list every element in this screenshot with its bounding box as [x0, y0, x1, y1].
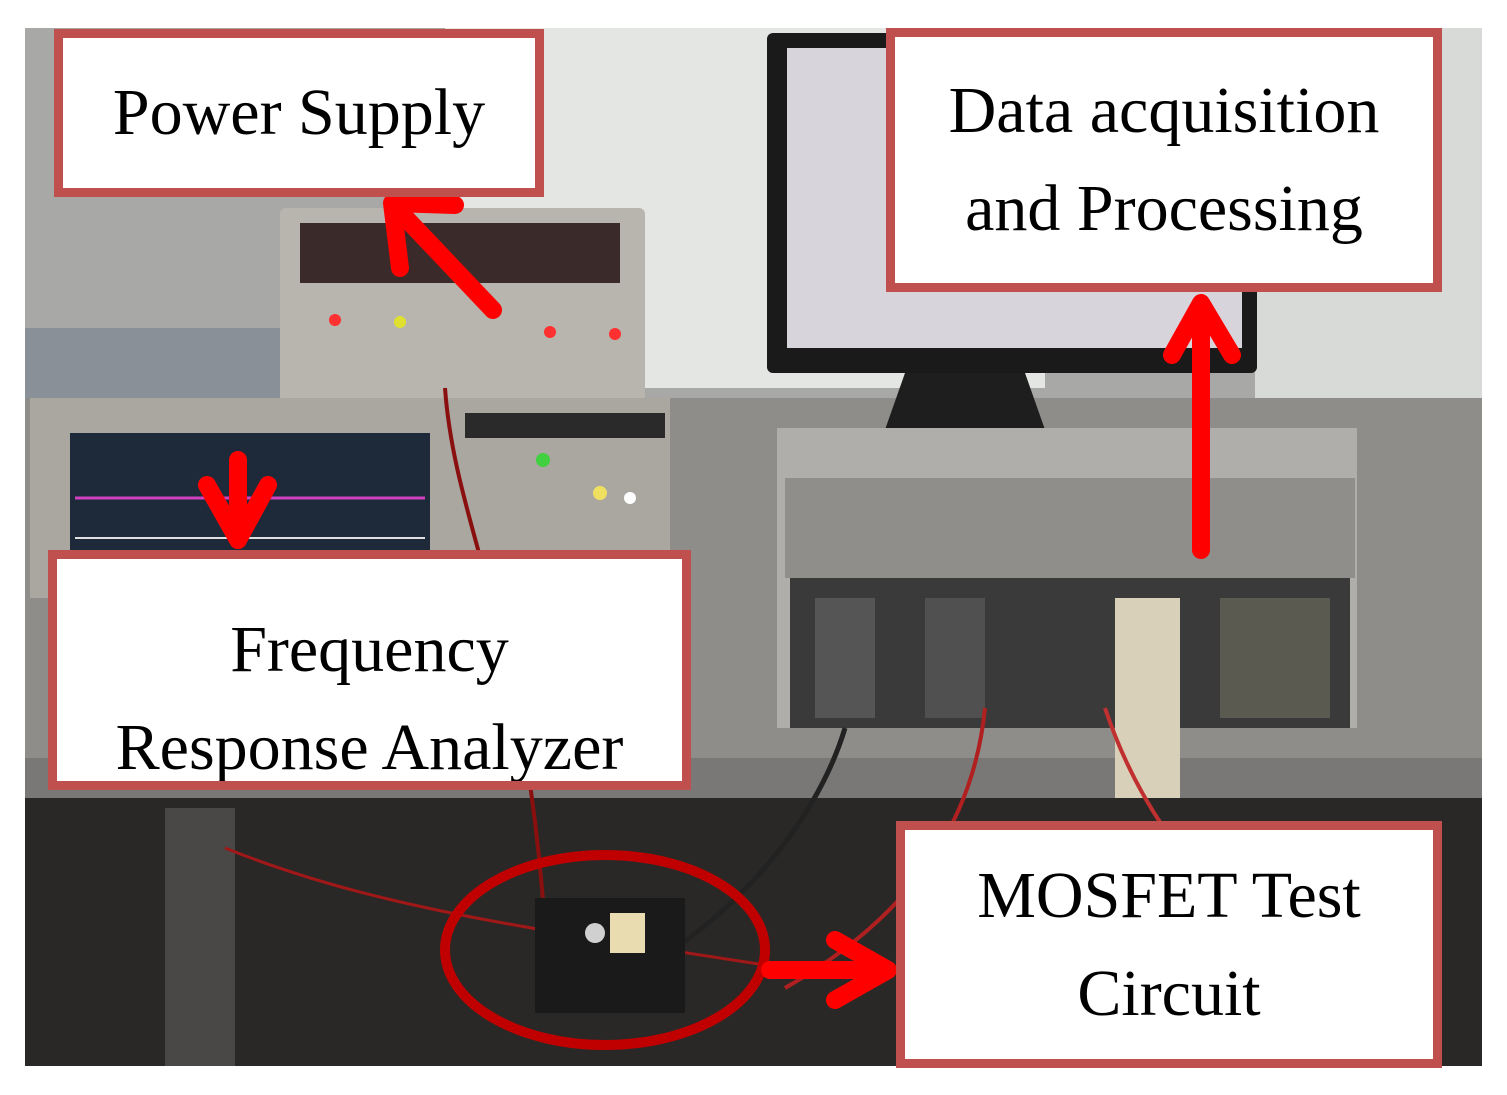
- label-power-supply: Power Supply: [54, 29, 544, 197]
- label-power-supply-text: Power Supply: [112, 76, 486, 149]
- label-fra-line1: Frequency: [230, 613, 509, 686]
- label-daq-line2: and Processing: [965, 172, 1363, 245]
- label-mosfet-line2: Circuit: [1077, 956, 1261, 1030]
- label-daq-line1: Data acquisition: [948, 74, 1380, 147]
- label-frequency-response-analyzer: Frequency Response Analyzer: [48, 550, 691, 790]
- label-mosfet-line1: MOSFET Test: [977, 858, 1361, 932]
- label-mosfet-test-circuit: MOSFET Test Circuit: [896, 821, 1442, 1068]
- label-data-acquisition: Data acquisition and Processing: [886, 28, 1442, 292]
- label-fra-line2: Response Analyzer: [115, 711, 624, 784]
